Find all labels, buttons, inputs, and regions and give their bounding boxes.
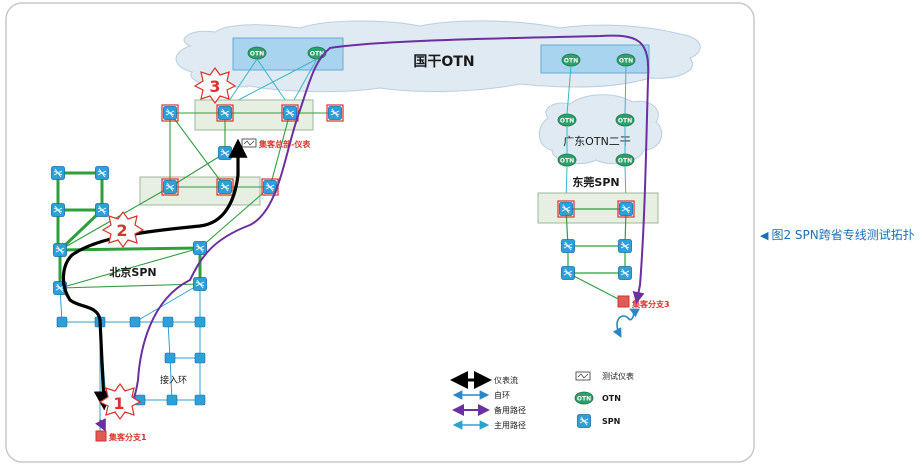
access-ring-label: 接入环 [160,374,187,386]
spn-node [559,202,573,216]
branch3-label: 集客分支3 [631,299,670,309]
backup-path-end [95,418,106,432]
dongguan-spn-nodes [557,200,635,280]
legend-self-loop: 自环 [494,390,510,400]
otn-node [615,153,635,167]
otn-node [615,113,635,127]
figure-caption: ◀图2 SPN跨省专线测试拓扑 [760,226,915,243]
legend-primary-path: 主用路径 [494,420,526,430]
spn-node [218,146,232,160]
spn-node [328,106,342,120]
caption-triangle-icon: ◀ [760,229,769,242]
hq-instrument-label: 集客总部-仪表 [258,139,311,149]
spn-node [618,266,632,280]
guangdong-otn-label: 广东OTN二干 [563,135,631,148]
spn-node [95,166,109,180]
spn-node [561,266,575,280]
legend-spn: SPN [602,417,620,426]
marker-1: 1 [98,382,142,421]
branch3-self-loop [612,308,640,338]
branch1-label: 集客分支1 [108,432,147,442]
legend-instrument-icon [575,371,591,381]
otn-node [557,113,577,127]
spn-node [95,203,109,217]
dongguan-spn-label: 东莞SPN [572,175,619,189]
legend-test-instrument: 测试仪表 [602,371,634,381]
beijing-agg-box [139,176,261,206]
guangdong-otn-cloud [538,94,663,165]
branch1-instrument [95,430,107,442]
spn-node [163,106,177,120]
branch3-instrument [617,295,630,308]
legend-instrument-flow: 仪表流 [494,375,518,385]
spn-node [163,180,177,194]
legend-otn-icon [574,391,594,405]
otn-node [247,46,267,60]
spn-node [193,277,207,291]
instrument-flow-path [61,138,248,411]
spn-node [51,166,65,180]
spn-node [283,106,297,120]
legend-backup-path: 备用路径 [494,405,526,415]
spn-node [618,239,632,253]
marker-3-text: 3 [209,77,220,96]
otn-node [557,153,577,167]
otn-node [616,53,636,67]
beijing-spn-label: 北京SPN [109,265,156,279]
legend-otn: OTN [602,394,621,403]
backup-path [111,34,650,412]
spn-node [218,180,232,194]
marker-2-text: 2 [116,221,127,240]
spn-node [218,106,232,120]
spn-node [53,243,67,257]
spn-node [193,241,207,255]
dongguan-spn-core-box [537,192,659,224]
marker-3: 3 [193,66,237,105]
test-instrument-icon [241,138,257,148]
caption-text: 图2 SPN跨省专线测试拓扑 [771,228,915,242]
otn-node [307,46,327,60]
marker-2: 2 [101,210,145,249]
marker-1-text: 1 [113,394,124,413]
otn-node [561,53,581,67]
legend: 仪表流 自环 备用路径 主用路径 测试仪表 OTN SPN [450,371,634,430]
spn-node [619,202,633,216]
spn-node [51,203,65,217]
spn-node [561,239,575,253]
legend-spn-icon [577,414,591,428]
guogan-otn-label: 国干OTN [413,54,474,70]
